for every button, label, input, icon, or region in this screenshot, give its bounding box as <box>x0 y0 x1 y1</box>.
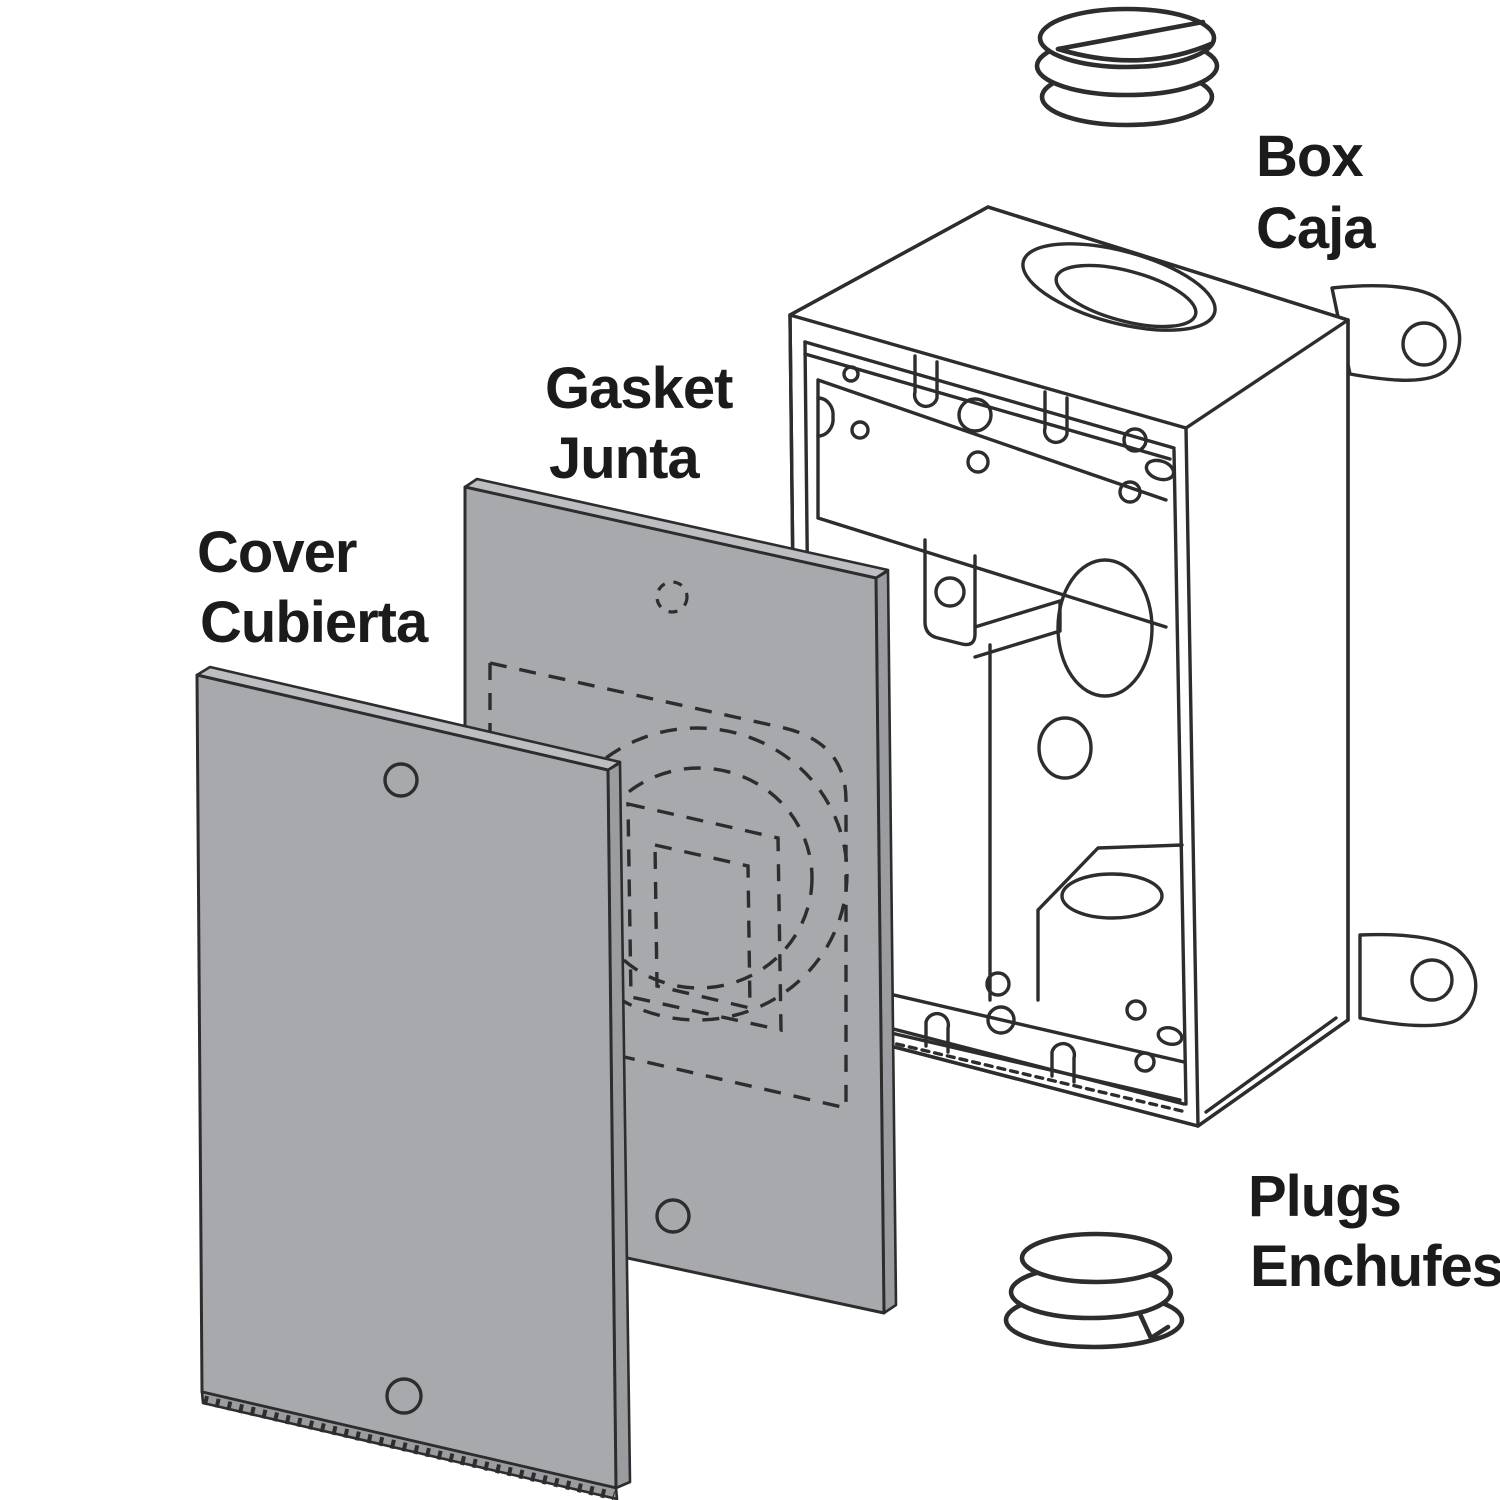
lug-hole-bottom <box>1410 958 1454 1002</box>
cover-hole-bottom <box>385 1377 423 1415</box>
box-label-es: Caja <box>1256 196 1376 261</box>
box-label-en: Box <box>1256 124 1363 189</box>
gasket-label-en: Gasket <box>545 356 733 421</box>
box-lug-bottom <box>1358 932 1478 1028</box>
lug-hole-top <box>1401 321 1447 367</box>
box-side-hole-large <box>1056 558 1154 698</box>
cover-label-en: Cover <box>197 520 357 585</box>
box-lug-top <box>1330 284 1462 382</box>
plugs-label-en: Plugs <box>1248 1164 1401 1229</box>
gasket-hole-bottom <box>655 1198 691 1234</box>
cover-face <box>195 673 618 1490</box>
box-top-hole-inner <box>1054 263 1198 329</box>
plug-notch <box>1137 1311 1171 1341</box>
box-top-hole-outer <box>1021 242 1217 332</box>
box-bottom-boss <box>1036 843 1184 1002</box>
plug-slot-line <box>1055 19 1206 52</box>
gasket-hole-top <box>655 580 689 614</box>
box-drawing <box>788 205 1478 1128</box>
box-upper-bracket <box>816 354 1176 659</box>
plugs-label-es: Enchufes <box>1250 1234 1500 1299</box>
cover-label-es: Cubierta <box>200 590 429 655</box>
cover-hole-top <box>383 762 419 798</box>
cover-bottom-hatch <box>202 1395 616 1500</box>
diagram-labels: Box Caja Gasket Junta Cover Cubierta Plu… <box>197 124 1500 1299</box>
cover-drawing <box>195 665 632 1500</box>
plug-top-drawing <box>1034 6 1220 128</box>
plug-bottom-drawing <box>1003 1231 1185 1350</box>
cover-bottom-edge <box>200 1390 619 1500</box>
gasket-label-es: Junta <box>549 426 700 491</box>
box-side-hole-small <box>1037 716 1093 780</box>
box-lower-bracket <box>870 971 1186 1113</box>
plug-slot-curve <box>1055 41 1214 63</box>
